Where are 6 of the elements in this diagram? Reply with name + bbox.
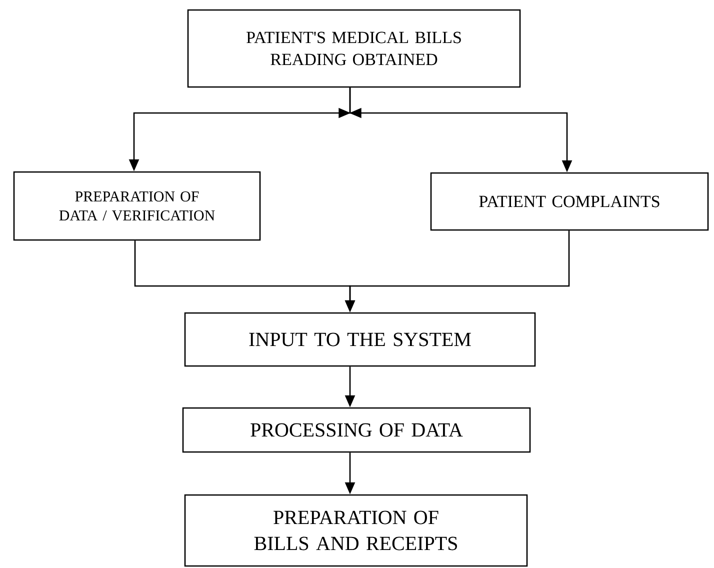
process-box: PROCESSING OF DATA [182, 407, 531, 453]
process-box: PATIENT COMPLAINTS [430, 172, 709, 231]
process-box: PATIENT'S MEDICAL BILLS READING OBTAINED [187, 9, 521, 88]
process-box: PREPARATION OF BILLS AND RECEIPTS [184, 494, 528, 567]
process-box: PREPARATION OF DATA / VERIFICATION [13, 171, 261, 241]
process-box: INPUT TO THE SYSTEM [184, 312, 536, 367]
